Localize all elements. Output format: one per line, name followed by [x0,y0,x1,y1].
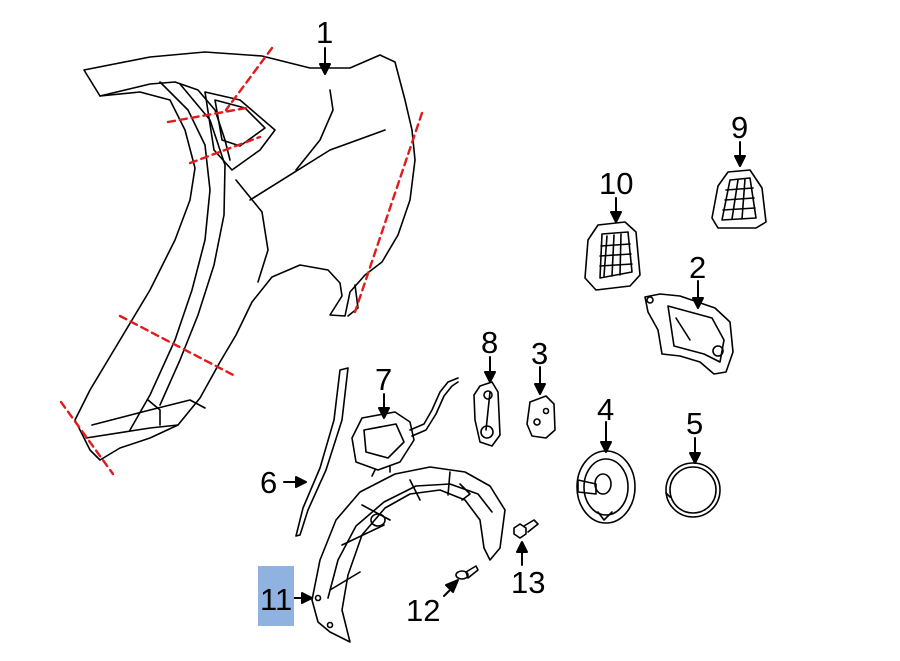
callout-9: 9 [731,110,749,145]
wheelhouse-liner-11 [311,466,506,643]
fuel-filler-4 [576,450,636,524]
grille-9 [711,169,767,229]
callout-1: 1 [316,15,334,50]
ring-seal-5 [665,462,721,518]
callout-10: 10 [599,166,634,201]
callout-6: 6 [260,465,278,500]
callout-7: 7 [375,362,393,397]
callout-5: 5 [686,406,704,441]
callout-2: 2 [689,250,707,285]
callout-8: 8 [481,325,499,360]
vent-grille-10 [584,221,641,291]
screw-12 [455,565,479,580]
cut-lines [59,46,424,476]
callout-4: 4 [597,392,615,427]
bracket-8 [473,381,501,447]
callout-11: 11 [258,566,295,626]
bracket-3 [526,395,556,439]
actuator-7 [351,377,459,477]
quarter-panel [74,51,416,461]
leader-arrows [283,47,746,604]
seal-strip-6 [295,367,349,537]
fuel-door-housing-2 [644,293,734,375]
callout-13: 13 [511,565,546,600]
bolt-13 [513,519,539,539]
callout-12: 12 [406,593,441,628]
callout-3: 3 [531,336,549,371]
